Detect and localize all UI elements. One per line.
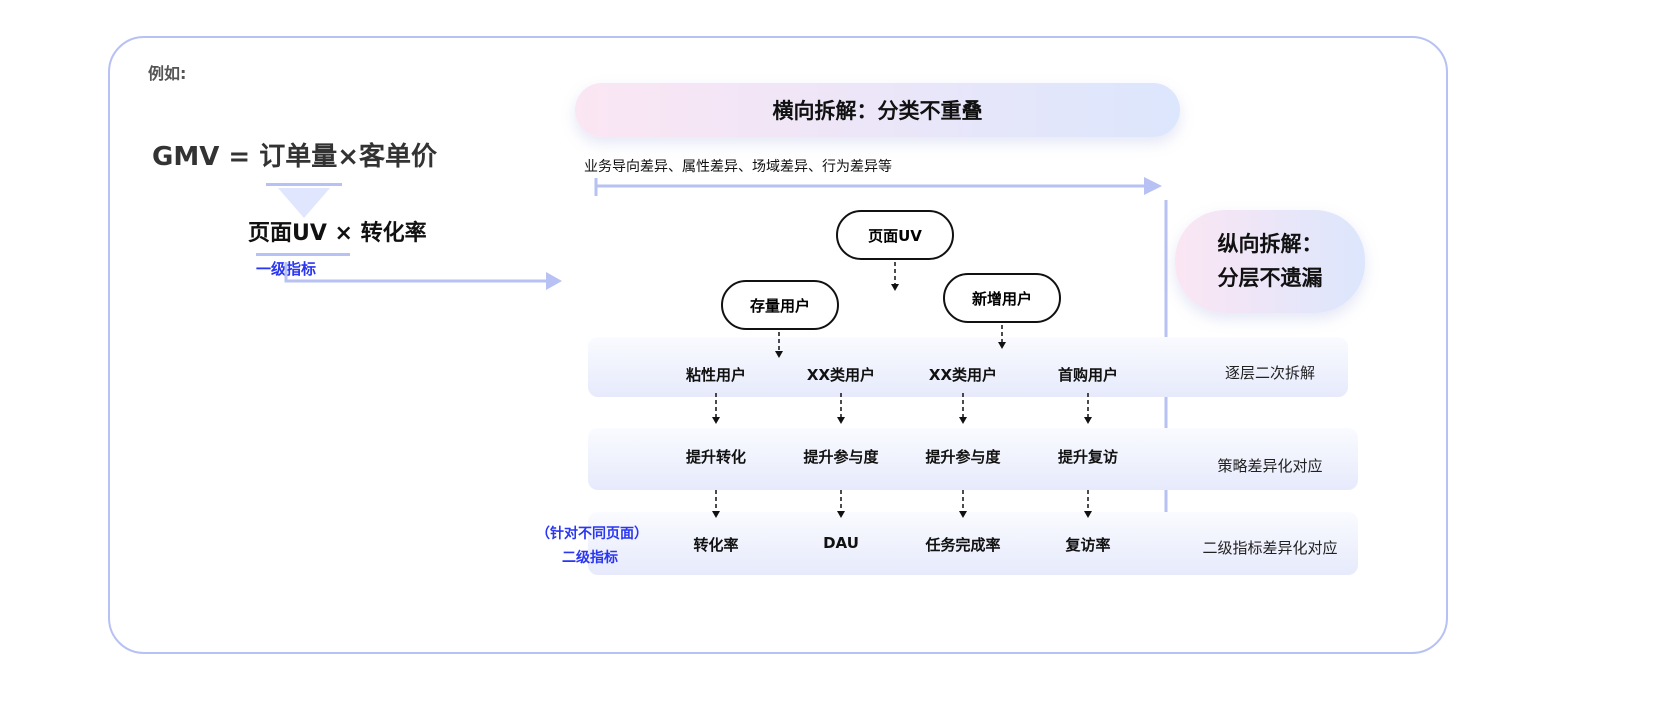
row-item: 任务完成率 <box>925 536 1001 554</box>
example-frame <box>108 36 1448 654</box>
horizontal-subtitle: 业务导向差异、属性差异、场域差异、行为差异等 <box>584 156 1200 176</box>
node-page-uv: 页面UV <box>836 210 954 260</box>
level2-label: 二级指标 <box>562 550 618 566</box>
vertical-title-line1: 纵向拆解： <box>1217 231 1323 256</box>
row-side-label: 逐层二次拆解 <box>1224 364 1316 382</box>
horizontal-title: 横向拆解：分类不重叠 <box>575 83 1180 137</box>
row-item: 转化率 <box>693 536 739 554</box>
dashed-arrow <box>712 490 720 518</box>
dashed-arrow <box>775 332 783 358</box>
row-side-label: 二级指标差异化对应 <box>1202 539 1338 557</box>
row-item: XX类用户 <box>806 366 876 384</box>
row-item: 复访率 <box>1065 536 1111 554</box>
vertical-title: 纵向拆解： 分层不遗漏 <box>1175 210 1365 313</box>
dashed-arrow <box>959 393 967 424</box>
down-arrow-icon <box>278 188 330 218</box>
row-item: XX类用户 <box>928 366 998 384</box>
row-band-1 <box>588 337 1348 397</box>
row-band-2 <box>588 428 1358 490</box>
row-band-3 <box>588 512 1358 575</box>
formula: GMV = 订单量×客单价 <box>152 142 438 172</box>
vertical-title-line2: 分层不遗漏 <box>1217 265 1323 290</box>
underline <box>256 253 350 256</box>
dashed-arrow <box>1084 393 1092 424</box>
row-item: 提升转化 <box>685 448 747 466</box>
dashed-arrow <box>712 393 720 424</box>
row-item: 首购用户 <box>1057 366 1119 384</box>
row-item: 粘性用户 <box>685 366 747 384</box>
dashed-arrow <box>837 490 845 518</box>
example-label: 例如: <box>148 64 187 83</box>
horizontal-subtitle-text: 业务导向差异、属性差异、场域差异、行为差异等 <box>584 159 892 175</box>
dashed-arrow <box>837 393 845 424</box>
row-item: DAU <box>823 534 859 552</box>
dashed-arrow <box>959 490 967 518</box>
row-item: 提升复访 <box>1057 448 1119 466</box>
underline <box>266 183 342 186</box>
formula-decomposed: 页面UV × 转化率 <box>248 221 427 246</box>
node-new-users: 新增用户 <box>943 273 1061 323</box>
dashed-arrow <box>1084 490 1092 518</box>
node-existing-users: 存量用户 <box>721 280 839 330</box>
level2-note: （针对不同页面） <box>536 526 648 542</box>
row-item: 提升参与度 <box>925 448 1001 466</box>
dashed-arrow <box>998 325 1006 349</box>
row-side-label: 策略差异化对应 <box>1217 457 1323 475</box>
row-item: 提升参与度 <box>803 448 879 466</box>
dashed-arrow <box>891 262 899 291</box>
